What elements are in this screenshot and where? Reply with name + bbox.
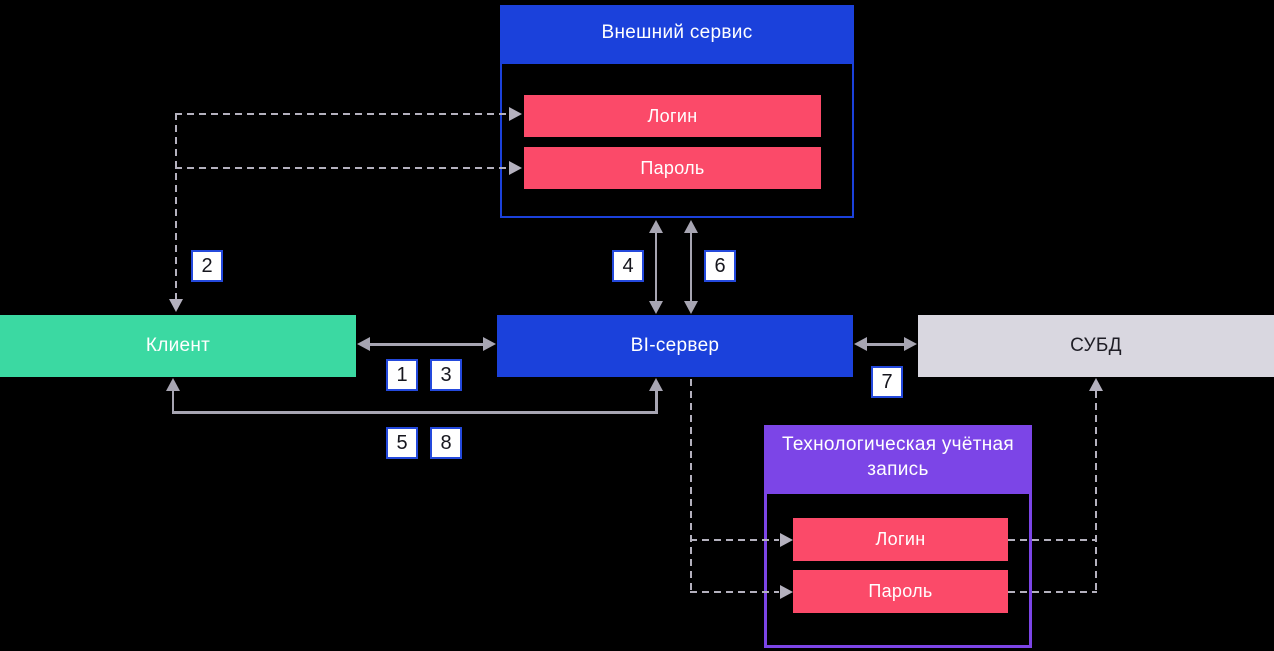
arrowhead-right-icon: [780, 533, 793, 547]
step-badge-1: 1: [386, 359, 418, 391]
arrowhead-right-icon: [483, 337, 496, 351]
tech-login-field: Логин: [793, 518, 1008, 561]
arrowhead-down-icon: [169, 299, 183, 312]
arrow-bi-dbms-line: [866, 343, 908, 346]
arrowhead-right-icon: [780, 585, 793, 599]
dashed-ext-login-line: [175, 113, 508, 115]
external-service-body: [500, 62, 854, 218]
dashed-tech-password-line: [690, 591, 779, 593]
arrowhead-down-icon: [649, 301, 663, 314]
step-badge-7: 7: [871, 366, 903, 398]
arrowhead-up-icon: [649, 378, 663, 391]
arrowhead-up-icon: [1089, 378, 1103, 391]
step-badge-4: 4: [612, 250, 644, 282]
tech-account-box: Технологическая учётная запись Логин Пар…: [764, 425, 1032, 648]
step-badge-5: 5: [386, 427, 418, 459]
dashed-bi-tech-vertical: [690, 379, 692, 593]
arrow-return-right-vertical: [655, 390, 658, 413]
step-badge-8: 8: [430, 427, 462, 459]
arrow-client-bi-line: [370, 343, 486, 346]
external-login-field: Логин: [524, 95, 821, 137]
arrowhead-right-icon: [509, 161, 522, 175]
tech-account-title: Технологическая учётная запись: [764, 425, 1032, 491]
arrowhead-right-icon: [509, 107, 522, 121]
dashed-client-vertical: [175, 113, 177, 299]
arrowhead-down-icon: [684, 301, 698, 314]
arrowhead-up-icon: [166, 378, 180, 391]
external-service-box: Внешний сервис Логин Пароль: [500, 5, 854, 218]
dashed-login-dbms-line: [1008, 539, 1097, 541]
arrow-ext-bi-line-4: [654, 231, 657, 302]
dashed-password-dbms-line: [1008, 591, 1097, 593]
bi-server-node: BI-сервер: [497, 315, 853, 377]
arrowhead-up-icon: [649, 220, 663, 233]
tech-password-field: Пароль: [793, 570, 1008, 613]
external-service-title: Внешний сервис: [500, 5, 854, 62]
step-badge-3: 3: [430, 359, 462, 391]
arrowhead-left-icon: [357, 337, 370, 351]
arrowhead-left-icon: [854, 337, 867, 351]
arrow-return-left-vertical: [171, 390, 174, 413]
dashed-ext-password-line: [175, 167, 508, 169]
dashed-tech-login-line: [690, 539, 779, 541]
arrowhead-up-icon: [684, 220, 698, 233]
arrow-ext-bi-line-6: [689, 231, 692, 302]
tech-account-body: [764, 491, 1032, 648]
dashed-dbms-vertical: [1095, 391, 1097, 593]
client-node: Клиент: [0, 315, 356, 377]
arrowhead-right-icon: [904, 337, 917, 351]
step-badge-2: 2: [191, 250, 223, 282]
dbms-node: СУБД: [918, 315, 1274, 377]
step-badge-6: 6: [704, 250, 736, 282]
external-password-field: Пароль: [524, 147, 821, 189]
arrow-return-horizontal: [171, 411, 658, 414]
